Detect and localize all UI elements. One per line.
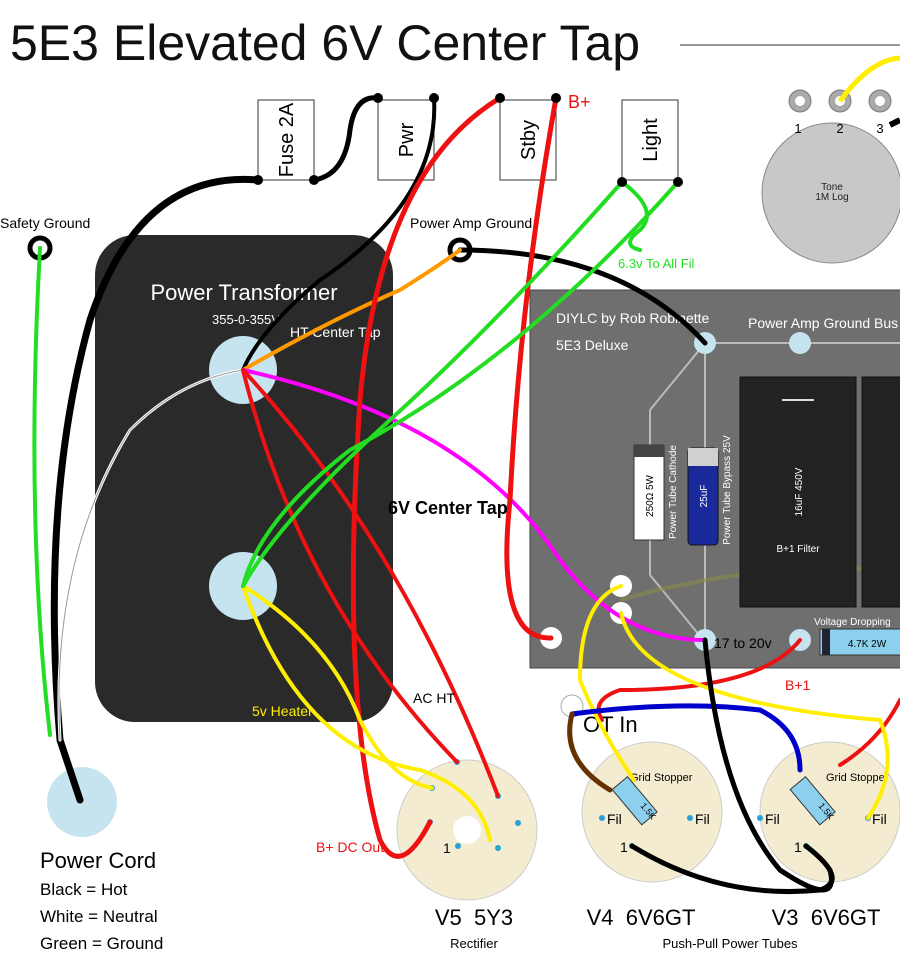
pot-lug-2: 2 bbox=[836, 121, 843, 136]
board-ground-bus: Power Amp Ground Bus bbox=[748, 315, 898, 331]
cathode-resistor-label: Power Tube Cathode bbox=[668, 445, 679, 539]
filter-cap-value: 16uF 450V bbox=[794, 467, 805, 516]
filter-capacitor: 16uF 450V B+1 Filter bbox=[739, 376, 900, 608]
filter-cap-label: B+1 Filter bbox=[776, 544, 820, 555]
transformer-voltage: 355-0-355V bbox=[212, 312, 280, 327]
cathode-resistor-value: 250Ω 5W bbox=[645, 474, 656, 517]
center-tap-6v-label: 6V Center Tap bbox=[388, 498, 508, 518]
b-plus-label: B+ bbox=[568, 92, 591, 112]
transformer-name: Power Transformer bbox=[150, 280, 337, 305]
wire-yellow-v4 bbox=[577, 584, 636, 782]
wire-b1-to-tubes bbox=[596, 638, 802, 722]
v3-fil-right: Fil bbox=[872, 811, 887, 827]
power-tube-socket-v4: 1.5K Grid Stopper Fil Fil 1 bbox=[581, 741, 723, 883]
power-tubes-sublabel: Push-Pull Power Tubes bbox=[662, 936, 798, 951]
wire-b-plus-standby bbox=[350, 95, 503, 859]
b-plus-1-label: B+1 bbox=[785, 677, 811, 693]
dropping-resistor-label: Voltage Dropping bbox=[814, 617, 891, 628]
ht-center-tap-label: HT Center Tap bbox=[290, 324, 381, 340]
power-amp-ground-label: Power Amp Ground bbox=[410, 215, 532, 231]
wire-hot-fuse-to-switch bbox=[311, 95, 381, 183]
v3-grid-stopper-label: Grid Stopper bbox=[826, 772, 889, 784]
dropping-resistor: Voltage Dropping 4.7K 2W bbox=[814, 617, 900, 656]
page-title: 5E3 Elevated 6V Center Tap bbox=[10, 15, 640, 71]
dropping-resistor-value: 4.7K 2W bbox=[848, 639, 887, 650]
wire-safety-ground bbox=[32, 246, 52, 737]
b-dc-out-label: B+ DC Out bbox=[316, 839, 384, 855]
bypass-capacitor: 25uF Power Tube Bypass 25V bbox=[687, 435, 733, 546]
power-transformer: Power Transformer 355-0-355V HT Center T… bbox=[95, 235, 393, 722]
v4-label: V4 6V6GT bbox=[587, 905, 696, 930]
fil-63-label: 6.3v To All Fil bbox=[618, 256, 694, 271]
pot-name: Tone bbox=[821, 182, 843, 193]
v3-fil-left: Fil bbox=[765, 811, 780, 827]
eyelet-board: DIYLC by Rob Robinette 5E3 Deluxe Power … bbox=[529, 289, 900, 669]
wire-pwr-to-transformer bbox=[241, 96, 437, 372]
wire-hot-cord-to-fuse bbox=[50, 175, 262, 804]
board-model: 5E3 Deluxe bbox=[556, 337, 629, 353]
wire-ht-center-tap bbox=[241, 248, 462, 372]
wire-b1-to-v3 bbox=[838, 698, 900, 767]
wire-fil-63-twist bbox=[620, 180, 649, 252]
wire-power-amp-ground bbox=[457, 247, 708, 346]
power-tube-socket-v3: 1.5K Grid Stopper Fil Fil 1 bbox=[757, 741, 900, 883]
cathode-resistor: 250Ω 5W Power Tube Cathode bbox=[633, 444, 679, 541]
heater-5v-label: 5v Heater bbox=[252, 703, 313, 719]
tone-pot: Tone 1M Log 1 2 3 bbox=[761, 55, 900, 264]
wires bbox=[32, 95, 900, 895]
wire-ot-blue bbox=[569, 703, 803, 773]
fuse-label: Fuse 2A bbox=[276, 102, 298, 177]
volts-17-20-label: 17 to 20v bbox=[714, 635, 772, 651]
pot-lug-3: 3 bbox=[876, 121, 883, 136]
v5-pin-1: 1 bbox=[443, 840, 451, 856]
wire-fil-63-2 bbox=[241, 180, 680, 588]
safety-ground-label: Safety Ground bbox=[0, 215, 90, 231]
wire-ac-ht-2 bbox=[241, 368, 500, 798]
v3-pin-1: 1 bbox=[794, 839, 802, 855]
pot-lug-1: 1 bbox=[794, 121, 801, 136]
power-cord-title: Power Cord bbox=[40, 848, 156, 873]
bypass-cap-label: Power Tube Bypass 25V bbox=[722, 435, 733, 545]
v5-label: V5 5Y3 bbox=[435, 905, 513, 930]
pilot-light[interactable]: Light bbox=[621, 99, 679, 181]
wire-ot-brown bbox=[567, 711, 613, 793]
terminal-dots bbox=[253, 93, 683, 187]
v4-grid-stopper-label: Grid Stopper bbox=[630, 772, 693, 784]
board-eyelet-ground-2 bbox=[789, 332, 811, 354]
wire-cathode-2 bbox=[629, 843, 835, 895]
wire-heater-5v-2 bbox=[241, 584, 492, 842]
wire-heater-5v-1 bbox=[241, 584, 434, 790]
v5-sublabel: Rectifier bbox=[450, 936, 498, 951]
bypass-cap-value: 25uF bbox=[699, 485, 710, 508]
ac-ht-label: AC HT bbox=[413, 690, 455, 706]
wire-fil-63-1 bbox=[241, 180, 624, 588]
wire-b-plus-out bbox=[504, 95, 559, 641]
pot-value: 1M Log bbox=[815, 192, 848, 203]
power-cord-white: White = Neutral bbox=[40, 907, 158, 926]
power-cord-black: Black = Hot bbox=[40, 880, 128, 899]
wire-6v-center-tap bbox=[241, 368, 707, 642]
pilot-light-label: Light bbox=[640, 118, 662, 162]
v4-fil-right: Fil bbox=[695, 811, 710, 827]
power-switch-label: Pwr bbox=[396, 122, 418, 157]
ot-in-label: OT In bbox=[583, 712, 638, 737]
wire-yellow-v3 bbox=[619, 611, 890, 820]
power-cord-green: Green = Ground bbox=[40, 934, 163, 953]
standby-switch-label: Stby bbox=[518, 120, 540, 160]
v4-pin-1: 1 bbox=[620, 839, 628, 855]
v3-label: V3 6V6GT bbox=[772, 905, 881, 930]
fuse-holder[interactable]: Fuse 2A bbox=[257, 99, 315, 181]
wire-ac-ht-1 bbox=[241, 368, 459, 764]
wire-neutral-outline bbox=[58, 369, 244, 741]
v4-fil-left: Fil bbox=[607, 811, 622, 827]
rectifier-socket-v5: 1 bbox=[396, 759, 538, 901]
